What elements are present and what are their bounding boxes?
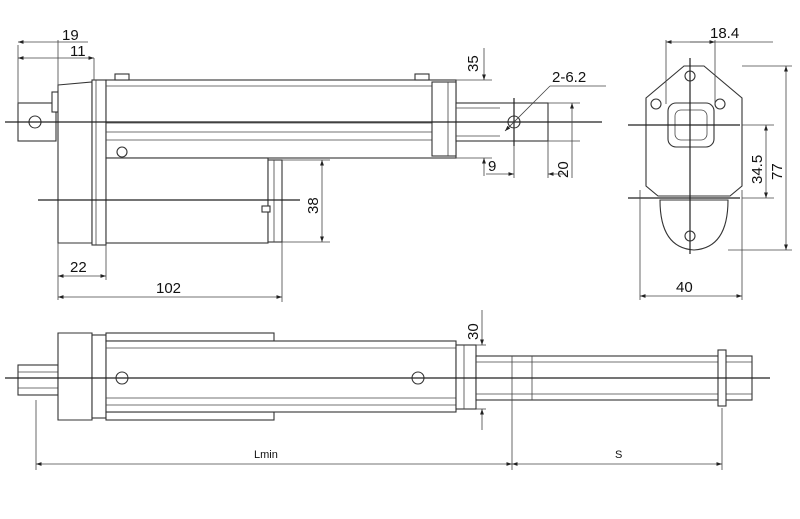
end-view: 18.4 34.5 77 40 <box>628 25 792 300</box>
dim-lmin: Lmin <box>254 449 278 461</box>
dim-20: 20 <box>555 161 572 178</box>
dim-35: 35 <box>465 55 482 72</box>
dim-11: 11 <box>70 43 86 60</box>
dim-18-4: 18.4 <box>710 25 739 42</box>
dim-19: 19 <box>62 27 79 44</box>
gearbox-end-cap <box>57 79 107 246</box>
dim-9: 9 <box>488 158 496 175</box>
dim-102: 102 <box>156 280 181 297</box>
dim-30: 30 <box>465 323 482 340</box>
dim-34-5: 34.5 <box>749 155 766 184</box>
top-view: 19 11 35 2-6.2 9 20 38 22 <box>5 27 606 302</box>
dim-38: 38 <box>305 197 322 214</box>
dim-77: 77 <box>769 163 786 180</box>
side-view: 30 Lmin S <box>5 310 770 470</box>
outer-tube <box>105 73 457 159</box>
dim-40: 40 <box>676 279 693 296</box>
dim-22: 22 <box>70 259 87 276</box>
dim-2x6-2: 2-6.2 <box>552 69 586 86</box>
dim-stroke: S <box>615 449 622 461</box>
